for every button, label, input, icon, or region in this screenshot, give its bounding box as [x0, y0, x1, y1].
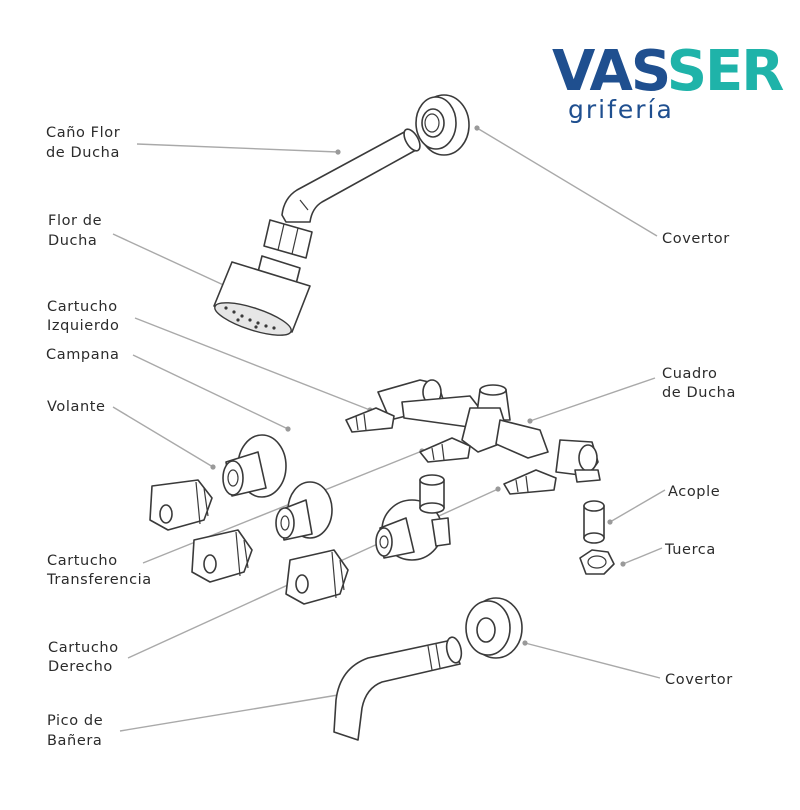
label-cartucho-izq-line2: Izquierdo — [47, 318, 119, 334]
label-flor-line1: Flor de — [48, 213, 102, 229]
acople-center-part — [419, 474, 445, 514]
campana-right-part — [375, 499, 451, 561]
volante-2-part — [191, 529, 253, 583]
shower-nut-part — [263, 219, 313, 259]
covertor-top-part — [415, 94, 470, 156]
label-cuadro-line2: de Ducha — [662, 385, 736, 401]
brand-tagline: grifería — [568, 95, 674, 124]
label-cartucho-izq-line1: Cartucho — [47, 299, 118, 315]
label-cano-line1: Caño Flor — [46, 125, 120, 141]
acople-right-part — [583, 500, 605, 544]
label-flor-line2: Ducha — [48, 233, 97, 249]
svg-text:VASSER: VASSER — [552, 39, 783, 104]
shower-arm-part — [281, 128, 421, 223]
label-cano-line2: de Ducha — [46, 145, 120, 161]
leader-lines — [112, 127, 666, 732]
label-cartucho-trans-line2: Transferencia — [46, 572, 152, 588]
label-covertor-top: Covertor — [662, 231, 730, 247]
volante-1-part — [149, 479, 213, 531]
campana-left-part — [222, 434, 287, 498]
covertor-bottom-part — [465, 597, 523, 659]
label-cuadro-line1: Cuadro — [662, 366, 718, 382]
label-campana: Campana — [46, 347, 120, 363]
part-labels: Caño Flor de Ducha Flor de Ducha Cartuch… — [46, 125, 736, 749]
brand-name-part2: SER — [667, 39, 784, 104]
label-cartucho-trans-line1: Cartucho — [47, 553, 118, 569]
tuerca-part — [579, 549, 615, 575]
cuadro-ducha-part — [345, 379, 601, 495]
volante-3-part — [285, 549, 349, 605]
label-pico-line1: Pico de — [47, 713, 103, 729]
label-pico-line2: Bañera — [47, 733, 102, 749]
brand-name-part1: VAS — [552, 39, 668, 104]
shower-head-holes — [224, 306, 276, 330]
label-volante: Volante — [47, 399, 106, 415]
label-cartucho-der-line1: Cartucho — [48, 640, 119, 656]
label-cartucho-der-line2: Derecho — [48, 659, 113, 675]
campana-center-part — [275, 481, 333, 541]
shower-head-part — [213, 255, 311, 336]
pico-banera-part — [333, 636, 463, 741]
label-tuerca: Tuerca — [664, 542, 716, 558]
label-covertor-bottom: Covertor — [665, 672, 733, 688]
label-acople: Acople — [668, 484, 720, 500]
brand-logo: VASSER grifería — [552, 39, 785, 124]
